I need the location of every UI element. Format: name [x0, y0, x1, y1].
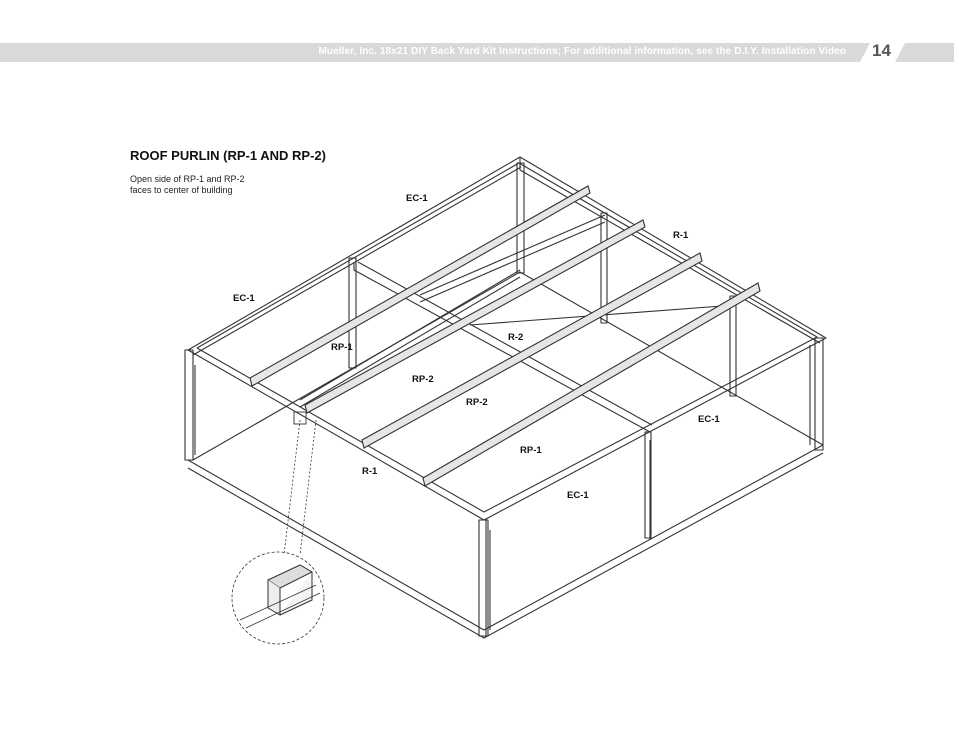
- wall-panels: [194, 345, 811, 630]
- header-band: [0, 43, 954, 62]
- note-line-2: faces to center of building: [130, 185, 233, 195]
- purlin-rp2-b: [361, 252, 703, 449]
- detail-callout: [231, 411, 325, 645]
- section-note: Open side of RP-1 and RP-2 faces to cent…: [130, 174, 300, 196]
- label-ec1-top: EC-1: [406, 193, 428, 204]
- label-ec1-front: EC-1: [567, 490, 589, 501]
- label-r1-front: R-1: [362, 466, 378, 477]
- top-frame: [187, 156, 827, 521]
- label-rp2-a: RP-2: [412, 374, 434, 385]
- header-band-shape: [0, 43, 954, 62]
- base-frame: [187, 271, 824, 639]
- header-title: Mueller, Inc. 18x21 DIY Back Yard Kit In…: [318, 46, 846, 57]
- purlin-rp1-left: [249, 185, 591, 387]
- label-r1-back: R-1: [673, 230, 689, 241]
- label-rp1-left: RP-1: [331, 342, 353, 353]
- purlin-rp2-a: [304, 219, 646, 414]
- diagram-labels: EC-1 EC-1 EC-1 EC-1 R-1 R-1 R-2 RP-1 RP-…: [233, 193, 720, 501]
- purlin-rp1-right: [422, 282, 761, 487]
- page-number: 14: [872, 41, 891, 60]
- label-rp1-right: RP-1: [520, 445, 542, 456]
- label-rp2-b: RP-2: [466, 397, 488, 408]
- label-r2: R-2: [508, 332, 523, 343]
- section-title: ROOF PURLIN (RP-1 AND RP-2): [130, 148, 326, 163]
- purlins: [249, 185, 761, 487]
- label-ec1-right: EC-1: [698, 414, 720, 425]
- note-line-1: Open side of RP-1 and RP-2: [130, 174, 245, 184]
- label-ec1-left: EC-1: [233, 293, 255, 304]
